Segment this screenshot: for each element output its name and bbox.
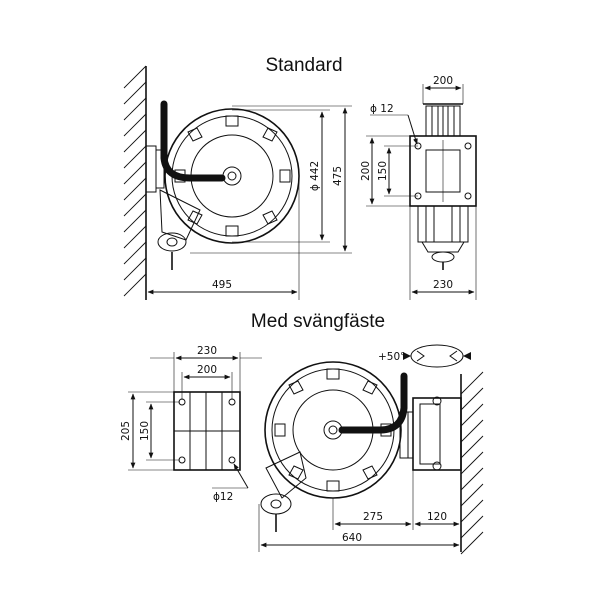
dim-side-width-top: 200 [433, 75, 453, 87]
dim-swivel-plate-height-outer: 205 [120, 421, 132, 441]
wall-right [460, 371, 484, 555]
swivel-reel-slots [274, 368, 392, 492]
hose [160, 100, 226, 182]
swivel-hose-guide [260, 493, 292, 515]
wall-bracket [145, 145, 157, 193]
dim-standard-width: 495 [212, 279, 232, 291]
dim-side-width-bottom: 230 [433, 279, 453, 291]
swivel-reel-view: +50° 275 120 640 [258, 344, 484, 555]
swivel-hose [338, 372, 408, 434]
dim-swivel-hole: ϕ12 [213, 491, 233, 503]
dim-side-hole: ϕ 12 [370, 103, 394, 115]
hose-swivel [157, 232, 187, 252]
dim-swivel-plate-width-inner: 200 [197, 364, 217, 376]
title-standard: Standard [265, 55, 342, 76]
swivel-plate-view: 230 200 205 150 ϕ12 [120, 345, 262, 503]
dim-swivel-plate-height-inner: 150 [139, 421, 151, 441]
dim-standard-height: 475 [332, 166, 344, 186]
dim-swivel-total: 640 [342, 532, 362, 544]
wall-left [123, 65, 147, 300]
dim-swivel-offset-a: 275 [363, 511, 383, 523]
dim-side-inner-height: 150 [377, 161, 389, 181]
reel-arm [159, 189, 201, 241]
rotation-symbol [410, 344, 464, 368]
dim-side-height: 200 [360, 161, 372, 181]
dim-swivel-plate-width-outer: 230 [197, 345, 217, 357]
swivel-arm [265, 451, 307, 499]
dim-swivel-rotation: +50° [378, 351, 405, 363]
standard-front-view: 495 ϕ 442 475 [123, 65, 352, 300]
title-swivel-mount: Med svängfäste [251, 311, 385, 332]
standard-side-view: 200 ϕ 12 200 150 230 [360, 75, 477, 300]
dim-swivel-offset-b: 120 [427, 511, 447, 523]
dim-standard-diameter: ϕ 442 [309, 161, 321, 191]
